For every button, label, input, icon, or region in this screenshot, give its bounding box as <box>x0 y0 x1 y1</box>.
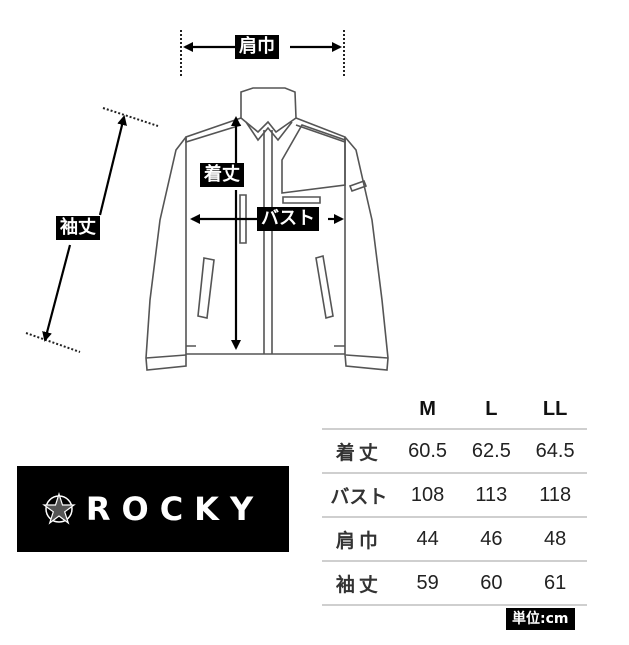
cell-l: 113 <box>475 483 508 506</box>
size-table: M L LL 着丈 60.5 62.5 64.5 バスト 108 113 118… <box>322 390 587 606</box>
cell-ll: 61 <box>544 571 567 594</box>
rocky-logo: ROCKY <box>17 466 289 552</box>
cell-ll: 48 <box>544 527 567 550</box>
cell-m: 59 <box>416 571 439 594</box>
size-m-header: M <box>419 397 436 420</box>
jacket-illustration <box>25 30 389 371</box>
cell-l: 46 <box>480 527 503 550</box>
shoulder-width-label: 肩巾 <box>235 35 279 59</box>
row-label: 着丈 <box>335 441 382 464</box>
logo-text: ROCKY <box>85 490 265 528</box>
table-row: バスト 108 113 118 <box>322 472 587 516</box>
cell-m: 108 <box>410 483 445 506</box>
bust-label: バスト <box>257 207 319 231</box>
cell-ll: 118 <box>539 483 572 506</box>
cell-l: 62.5 <box>471 439 511 462</box>
unit-badge: 単位:cm <box>506 608 575 630</box>
table-row: 袖丈 59 60 61 <box>322 560 587 606</box>
size-l-header: L <box>485 397 498 420</box>
table-row: 肩巾 44 46 48 <box>322 516 587 560</box>
cell-m: 60.5 <box>408 439 448 462</box>
row-label: バスト <box>330 485 388 508</box>
compass-star-icon <box>42 492 76 525</box>
row-label: 袖丈 <box>335 573 382 596</box>
length-label: 着丈 <box>200 163 244 187</box>
cell-m: 44 <box>416 527 439 550</box>
sleeve-length-label: 袖丈 <box>56 216 100 240</box>
cell-l: 60 <box>480 571 503 594</box>
table-row: 着丈 60.5 62.5 64.5 <box>322 428 587 472</box>
row-label: 肩巾 <box>335 529 382 552</box>
size-ll-header: LL <box>542 397 568 420</box>
cell-ll: 64.5 <box>535 439 575 462</box>
size-header-row: M L LL <box>322 390 587 428</box>
